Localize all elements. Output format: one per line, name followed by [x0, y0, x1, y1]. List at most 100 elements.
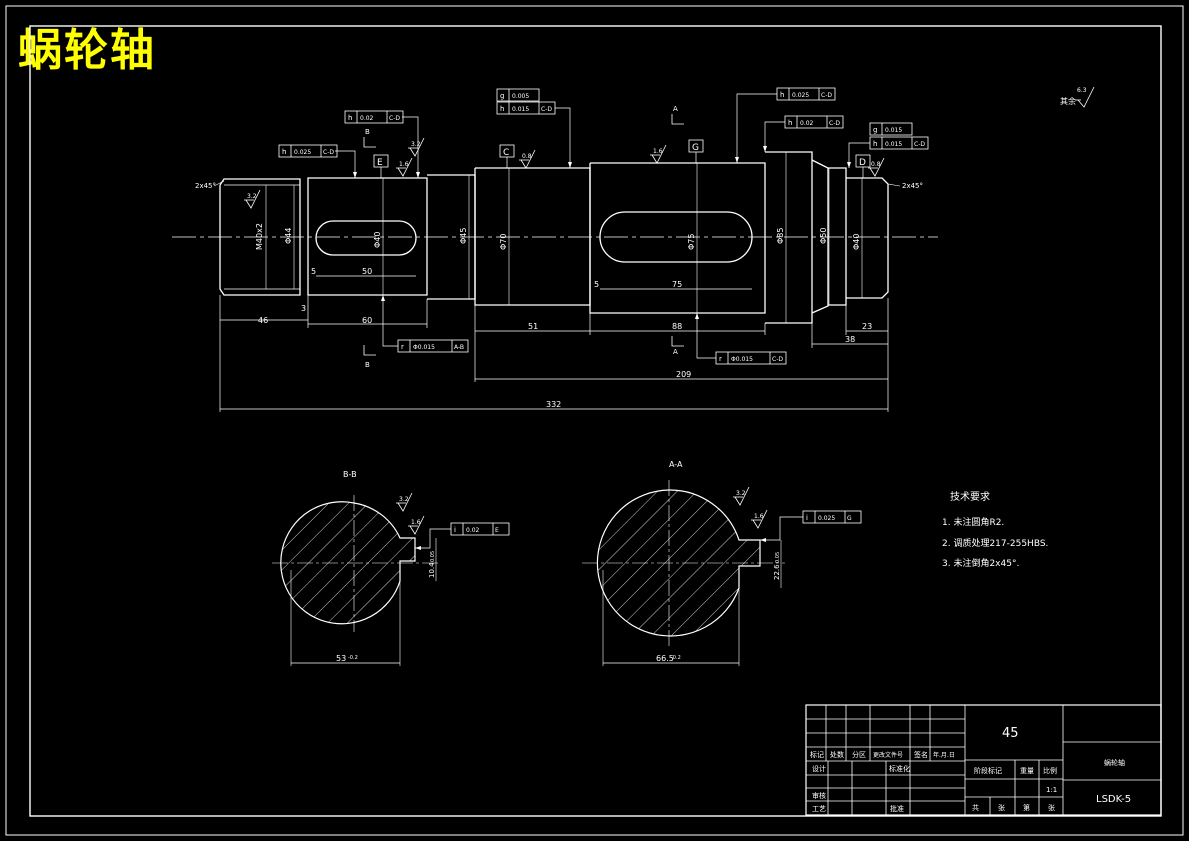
tb-sheet-2: 第: [1023, 803, 1030, 812]
tol-value: 0.025: [294, 149, 311, 156]
tol-frame-h3: h 0.015 C-D: [496, 101, 572, 168]
roughness-r08: 0.8: [519, 149, 536, 169]
section-aa: A-A 66.5 -0.2 22.6 0.05: [582, 460, 785, 666]
svg-text:10.4: 10.4: [428, 562, 436, 578]
svg-text:3.2: 3.2: [247, 193, 257, 200]
roughness-r16a: 1.6: [396, 157, 413, 177]
tech-item-3: 3. 未注倒角2x45°.: [942, 557, 1019, 569]
tol-symbol: h: [500, 105, 504, 113]
tol-value: Φ0.015: [731, 356, 753, 363]
tb-approve: 批准: [890, 804, 904, 813]
tol-ref: A-B: [454, 344, 464, 351]
dim-5a: 5: [311, 267, 316, 276]
dim-88: 88: [672, 322, 682, 331]
dimension-texts: 46 3 60 5 50 51 88 5 75 38 23 209 332: [258, 267, 872, 409]
tol-value: 0.015: [885, 127, 902, 134]
section-letter-a-bottom: A: [673, 348, 678, 356]
roughness-default-value: 6.3: [1077, 87, 1087, 94]
dim-38: 38: [845, 335, 855, 344]
tb-material: 45: [1002, 726, 1019, 741]
dim-60: 60: [362, 316, 372, 325]
tol-symbol: h: [282, 148, 286, 156]
dia-85: Φ85: [776, 228, 785, 244]
svg-text:B-B: B-B: [343, 470, 357, 479]
dia-40a: Φ40: [373, 232, 382, 248]
title-block: [805, 704, 1162, 816]
tb-stage: 阶段标记: [974, 766, 1002, 775]
roughness-r16d: 1.6: [751, 509, 768, 529]
tol-ref: C-D: [541, 106, 552, 113]
svg-text:53: 53: [336, 654, 346, 663]
tol-symbol: i: [454, 526, 456, 534]
tb-std: 标准化: [889, 764, 910, 773]
dimension-lines: [219, 275, 889, 412]
chamfer-right: 2x45°: [902, 182, 923, 190]
tb-sheet-3: 张: [1048, 803, 1055, 812]
dim-46: 46: [258, 316, 268, 325]
tol-frame-i2: i 0.025 G: [760, 510, 862, 542]
diameter-labels: M40x2 Φ44 Φ40 Φ45 Φ70 Φ75 Φ85 Φ50 Φ40: [255, 223, 861, 250]
section-markers: [363, 114, 684, 356]
section-letter-b-top: B: [365, 128, 370, 136]
roughness-r32a: 3.2: [408, 137, 425, 157]
tb-col-5: 年.月.日: [933, 751, 955, 759]
tb-row-check: 审核: [812, 791, 826, 800]
svg-text:0.05: 0.05: [430, 551, 436, 562]
datum-c: C: [499, 144, 515, 168]
tol-ref: C-D: [389, 115, 400, 122]
tb-scale-val: 1:1: [1046, 786, 1057, 794]
roughness-r16b: 1.6: [650, 144, 667, 164]
tech-item-2: 2. 调质处理217-255HBS.: [942, 537, 1048, 549]
tol-symbol: i: [806, 514, 808, 522]
svg-text:-0.2: -0.2: [348, 655, 358, 661]
dim-51: 51: [528, 322, 538, 331]
svg-text:0.8: 0.8: [522, 153, 532, 160]
tol-symbol: g: [500, 92, 504, 100]
dia-45: Φ45: [459, 228, 468, 244]
svg-text:1.6: 1.6: [399, 161, 409, 168]
roughness-r32c: 3.2: [396, 492, 413, 512]
tol-value: 0.02: [360, 115, 374, 122]
dim-75: 75: [672, 280, 682, 289]
svg-text:1.6: 1.6: [653, 148, 663, 155]
svg-text:66.5: 66.5: [656, 654, 674, 663]
tol-symbol: h: [788, 119, 792, 127]
dim-209: 209: [676, 370, 691, 379]
roughness-r32b: 3.2: [244, 189, 261, 209]
svg-text:3.2: 3.2: [399, 496, 409, 503]
tol-symbol: r: [401, 343, 404, 351]
roughness-r32d: 3.2: [733, 486, 750, 506]
svg-text:3.2: 3.2: [736, 490, 746, 497]
dia-70: Φ70: [499, 234, 508, 250]
tol-value: 0.025: [792, 92, 809, 99]
tol-ref: G: [847, 515, 852, 522]
dia-44: Φ44: [284, 228, 293, 244]
tb-col-2: 分区: [852, 750, 866, 759]
tol-value: 0.015: [512, 106, 529, 113]
svg-text:C: C: [503, 148, 509, 158]
datum-e: E: [373, 154, 389, 178]
tol-symbol: h: [873, 140, 877, 148]
tb-sheet-1: 张: [998, 803, 1005, 812]
tol-value: 0.005: [512, 93, 529, 100]
svg-text:0.8: 0.8: [871, 161, 881, 168]
dia-m40: M40x2: [255, 223, 264, 250]
roughness-r08b: 0.8: [868, 157, 885, 177]
svg-text:-0.2: -0.2: [671, 655, 681, 661]
dim-332: 332: [546, 400, 561, 409]
svg-text:D: D: [859, 158, 866, 168]
dia-75: Φ75: [687, 234, 696, 250]
tol-value: 0.025: [818, 515, 835, 522]
roughness-default-icon: [1077, 86, 1095, 108]
tol-frame-g1: g 0.005: [496, 88, 540, 102]
